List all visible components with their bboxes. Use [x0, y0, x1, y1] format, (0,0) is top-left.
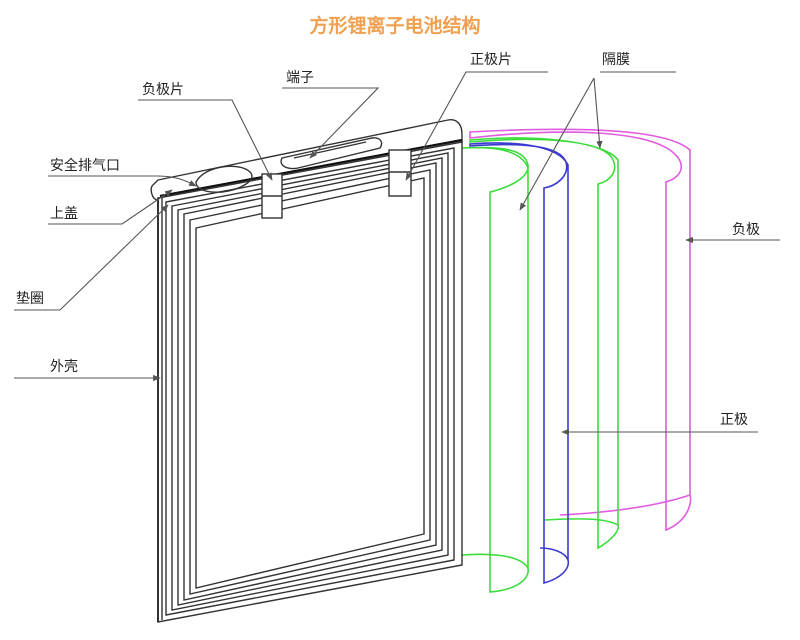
- electrode-roll: [451, 128, 692, 593]
- label-negative-tab: 负极片: [142, 82, 184, 98]
- label-top-cover: 上盖: [50, 206, 78, 222]
- positive-electrode-layer: [469, 142, 570, 585]
- label-shell: 外壳: [50, 358, 78, 375]
- label-vent: 安全排气口: [50, 157, 120, 174]
- separator-layer-outer: [469, 137, 620, 550]
- label-positive-tab: 正极片: [470, 52, 512, 68]
- diagram-title: 方形锂离子电池结构: [309, 14, 480, 37]
- separator-layer-inner: [461, 146, 529, 593]
- leader-lines: [14, 71, 780, 436]
- positive-electrode-bottom: [539, 547, 569, 561]
- label-separator: 隔膜: [602, 52, 630, 68]
- label-gasket: 垫圈: [16, 291, 44, 307]
- label-terminal: 端子: [286, 70, 314, 86]
- separator-inner-bottom: [451, 553, 529, 569]
- negative-electrode-layer: [469, 128, 692, 532]
- separator-outer-bottom: [544, 518, 619, 526]
- positive-tab: [388, 149, 412, 197]
- label-negative: 负极: [732, 222, 760, 238]
- battery-case: [150, 119, 463, 623]
- outer-shell: [157, 141, 463, 623]
- label-positive: 正极: [720, 412, 748, 428]
- negative-electrode-bottom: [559, 494, 691, 516]
- safety-vent: [195, 165, 253, 193]
- terminal-plate: [280, 137, 383, 170]
